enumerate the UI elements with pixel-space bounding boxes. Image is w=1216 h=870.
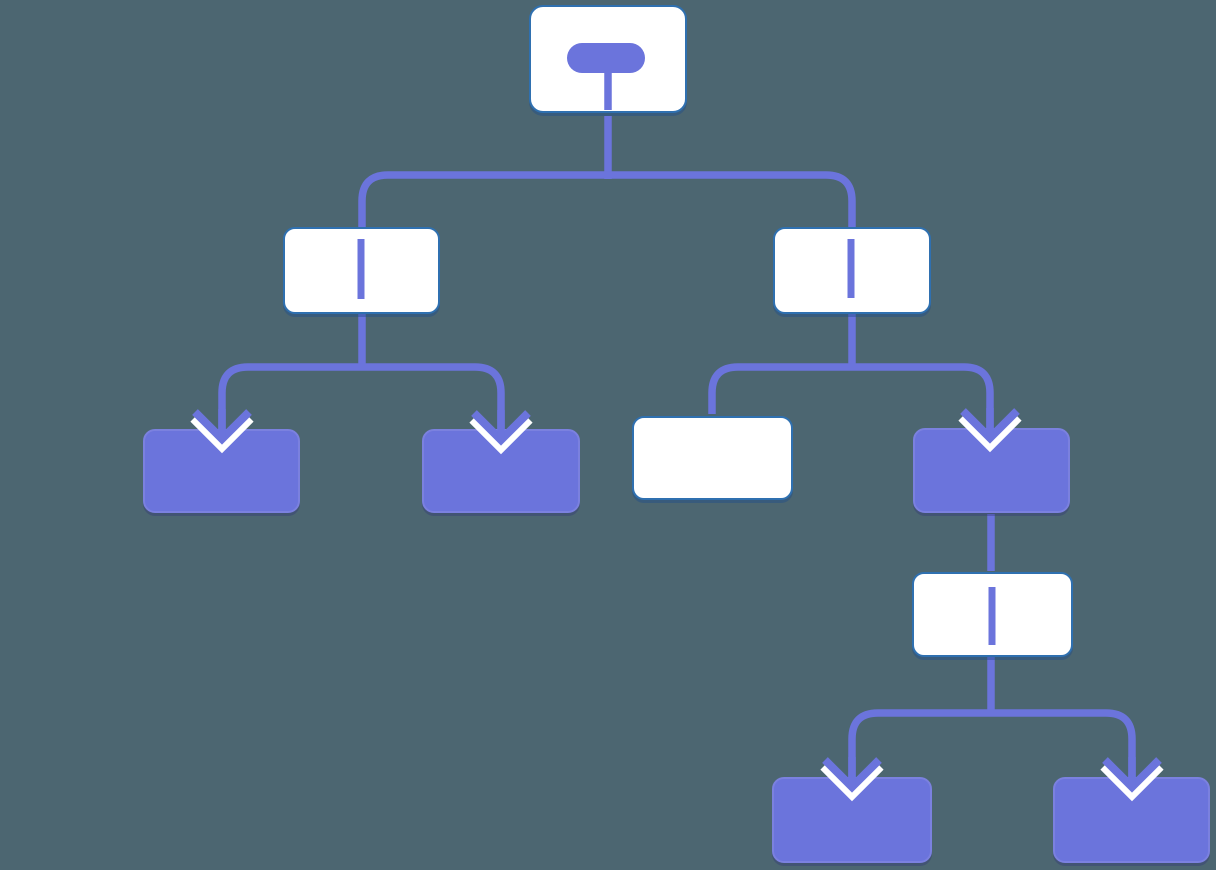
node-branch-left[interactable] (283, 227, 440, 314)
node-child-right-1[interactable] (632, 416, 793, 500)
node-leaf-bottom-1[interactable] (772, 777, 932, 863)
node-leaf-bottom-2[interactable] (1053, 777, 1210, 863)
node-branch-right[interactable] (773, 227, 931, 314)
node-child-right-2[interactable] (913, 428, 1070, 513)
node-subbranch[interactable] (912, 572, 1073, 657)
node-root[interactable] (529, 5, 687, 113)
node-leaf-left-2[interactable] (422, 429, 580, 513)
node-leaf-left-1[interactable] (143, 429, 300, 513)
